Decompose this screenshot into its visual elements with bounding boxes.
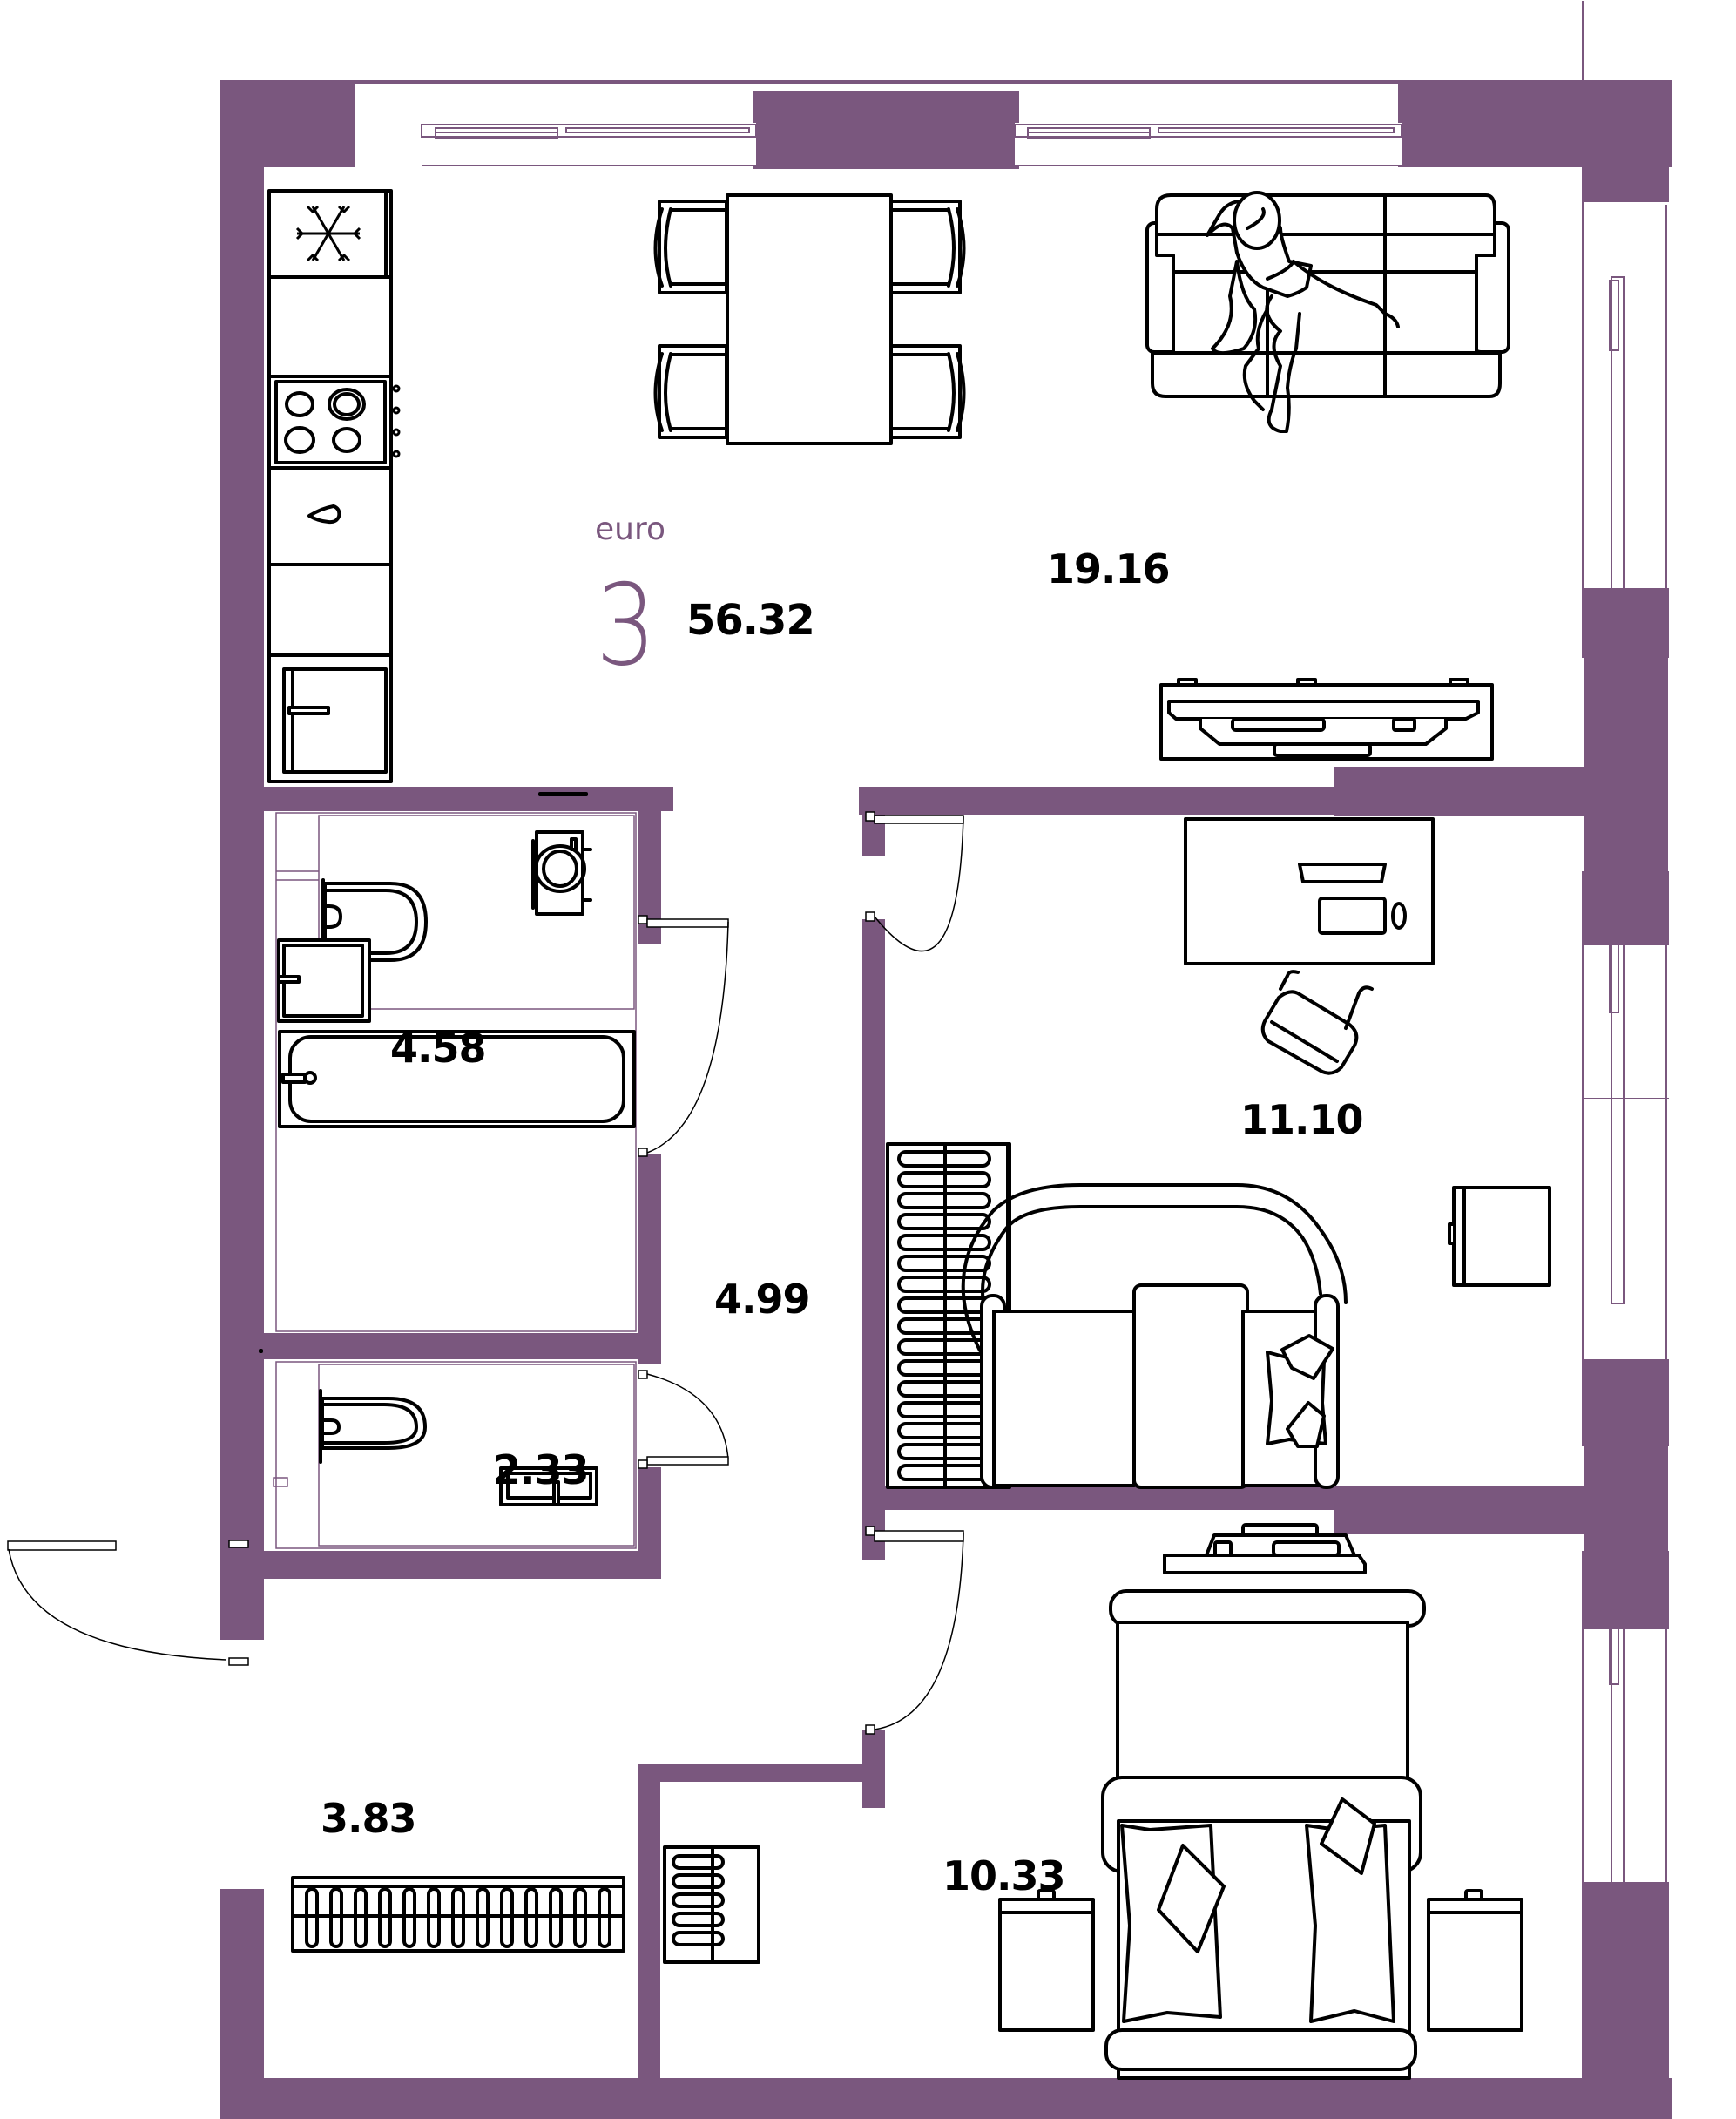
- window-top-left: [421, 123, 757, 166]
- washbasin-bathroom-icon: [277, 938, 371, 1023]
- room-area-bedroom-2: 10.33: [942, 1852, 1066, 1899]
- tv-stand-bedroom2-icon: [1163, 1523, 1367, 1574]
- dishwasher-icon: [282, 667, 388, 774]
- fridge-snowflake-icon: [295, 205, 361, 262]
- room-area-kitchen-living: 19.16: [1047, 545, 1171, 592]
- room-area-bedroom-1: 11.10: [1240, 1096, 1364, 1143]
- apartment-type-label: euro: [595, 511, 665, 547]
- total-area: 56.32: [686, 596, 815, 645]
- sofa-bed-bedroom1-icon: [961, 1183, 1348, 1489]
- interior-walls: [264, 767, 1587, 2078]
- chair-icon: [653, 344, 728, 439]
- chair-icon: [888, 200, 966, 294]
- room-area-hallway: 3.83: [321, 1795, 416, 1842]
- room-area-bathroom: 4.58: [390, 1025, 486, 1072]
- bathtub-icon: [278, 1030, 636, 1128]
- window-top-right: [1014, 123, 1402, 166]
- office-chair-icon: [1260, 970, 1374, 1075]
- nightstand-left-icon: [998, 1889, 1095, 2032]
- chair-icon: [888, 344, 966, 439]
- room-area-toilet: 2.33: [493, 1446, 589, 1493]
- washing-machine-icon: [531, 792, 592, 916]
- room-area-corridor: 4.99: [714, 1276, 810, 1323]
- double-bed-icon: [1101, 1589, 1426, 2080]
- window-right-bedroom2: [1582, 1551, 1669, 2078]
- door-bathroom[interactable]: [638, 915, 729, 1157]
- sofa-icon: [1145, 193, 1510, 398]
- door-toilet[interactable]: [638, 1370, 729, 1469]
- washbasin-toilet-icon: [259, 1349, 598, 1506]
- chair-icon: [653, 200, 728, 294]
- toilet-icon: [319, 1389, 427, 1464]
- desk-icon: [1184, 817, 1435, 965]
- dining-table: [653, 193, 966, 445]
- sink-drop-icon: [307, 504, 341, 525]
- nightstand-bedroom1-icon: [1448, 1186, 1551, 1287]
- window-right-living: [1582, 1, 1669, 658]
- wardrobe-hallway-icon: [663, 1845, 760, 1964]
- door-bedroom1[interactable]: [865, 811, 964, 952]
- cooktop-icon: [274, 380, 401, 464]
- tv-stand-icon: [1159, 678, 1494, 761]
- shoe-rack-icon: [291, 1876, 625, 1953]
- rooms-count: 3: [596, 561, 657, 691]
- door-bedroom2[interactable]: [865, 1526, 964, 1735]
- entrance-door[interactable]: [7, 1540, 249, 1666]
- nightstand-right-icon: [1427, 1889, 1523, 2032]
- person-icon: [1206, 191, 1400, 433]
- window-right-bedroom1: [1582, 871, 1669, 1446]
